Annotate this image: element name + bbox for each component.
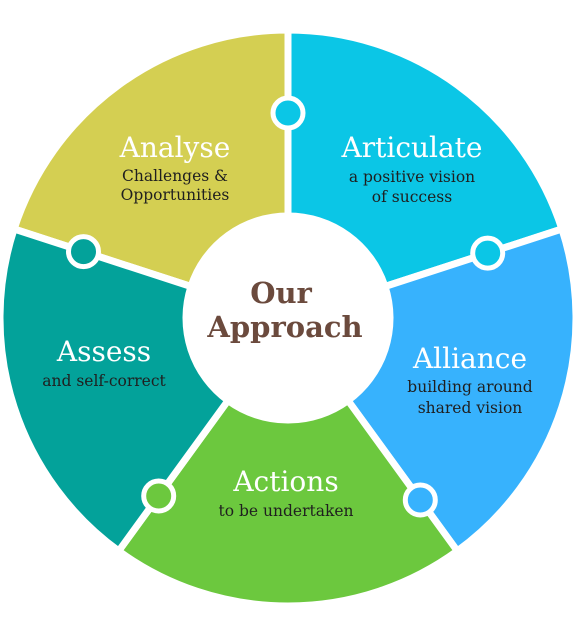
segment-alliance [344,225,577,555]
puzzle-tab-actions-assess [141,478,177,514]
puzzle-tab-alliance-actions [402,482,438,518]
segment-articulate [284,26,566,290]
segment-title-actions: Actions [232,465,338,498]
segment-actions [115,397,461,610]
center-title-line1: Our [250,276,312,310]
puzzle-tab-articulate-alliance [470,235,506,271]
puzzle-tab-analyse-articulate [270,95,306,131]
segment-desc-actions-line1: to be undertaken [219,502,354,520]
segment-assess [0,225,232,555]
segment-desc-articulate-line1: a positive vision [349,168,475,186]
segment-title-assess: Assess [56,335,151,368]
segment-desc-alliance-line1: building around [407,378,532,396]
segment-desc-articulate-line2: of success [372,188,452,206]
segment-analyse [10,26,292,290]
segment-desc-analyse-line2: Opportunities [121,186,230,204]
segment-desc-analyse-line1: Challenges & [122,167,228,185]
segment-title-articulate: Articulate [341,131,483,164]
segment-desc-alliance-line2: shared vision [418,399,523,417]
puzzle-tab-assess-analyse [66,234,101,270]
center-title-line2: Approach [206,310,362,344]
segment-desc-assess-line1: and self-correct [42,372,166,390]
segment-title-alliance: Alliance [412,342,527,375]
center-hub [190,220,386,416]
segment-title-analyse: Analyse [119,131,231,164]
